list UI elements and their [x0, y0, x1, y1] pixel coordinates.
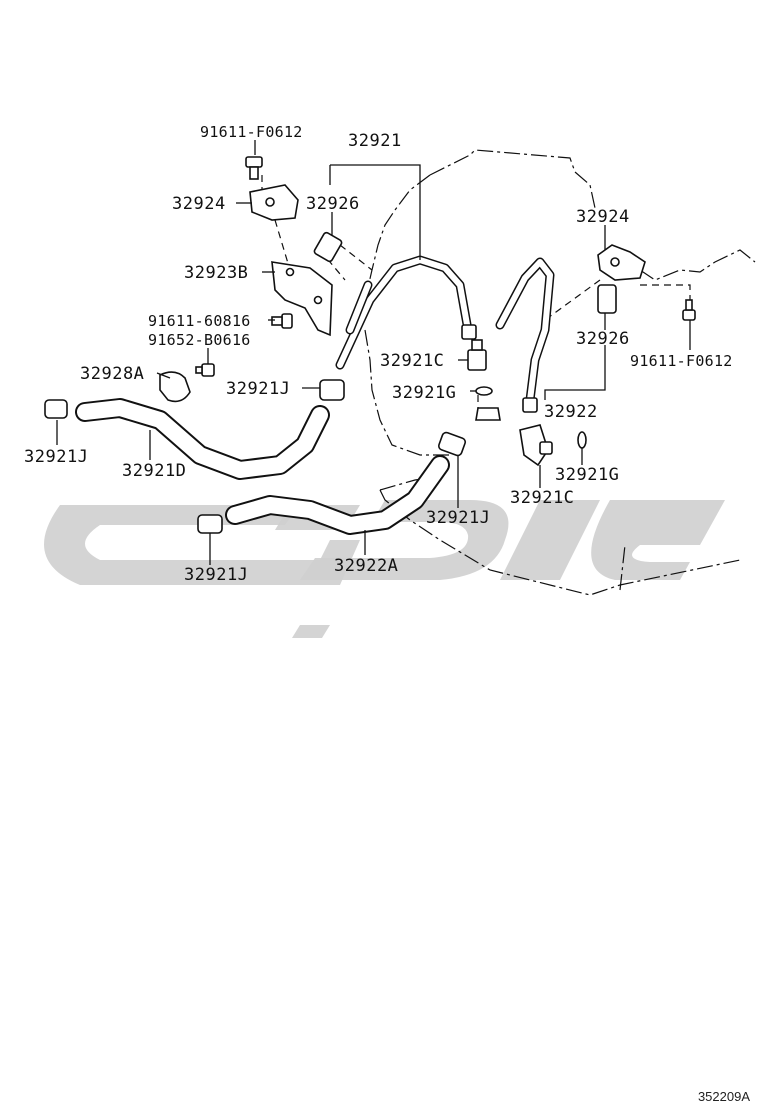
callout-labels: 91611-F0612 32921 32924 32926 32923B 916…	[24, 123, 733, 585]
pipe-end-fitting-right	[522, 397, 538, 413]
nut-91652-B0616	[195, 363, 215, 377]
clip-32921J-bottom	[197, 514, 223, 534]
label-pipe-assy-right: 32922	[544, 402, 598, 422]
bolt-91611-F0612-left	[245, 156, 263, 180]
label-nut-mid: 91652-B0616	[148, 331, 251, 349]
clip-32921J-far-left	[44, 399, 68, 419]
label-hose-d: 32921D	[122, 461, 186, 481]
label-union-c-right: 32921C	[510, 488, 574, 508]
sleeve-32926-left	[313, 231, 343, 263]
hose-32921D	[75, 398, 330, 480]
union-32921C-left	[467, 339, 487, 371]
gasket-32921G-right	[577, 431, 587, 449]
bracket-32924-right	[597, 244, 646, 281]
label-clip-j-upper: 32921J	[226, 379, 290, 399]
gasket-32921G-left	[475, 386, 493, 396]
bolt-91611-60816	[271, 313, 293, 329]
pipe-32921	[335, 255, 477, 370]
label-clamp-a: 32928A	[80, 364, 144, 384]
union-32921C-right	[519, 424, 553, 467]
label-bolt-right: 91611-F0612	[630, 352, 733, 370]
label-bracket-b: 32923B	[184, 263, 248, 283]
label-bolt-top-left: 91611-F0612	[200, 123, 303, 141]
bracket-32924-left	[249, 184, 299, 221]
hose-32922A	[225, 455, 450, 535]
bracket-32923B	[271, 261, 333, 337]
figure-code: 352209A	[697, 1089, 750, 1104]
label-bolt-mid: 91611-60816	[148, 312, 251, 330]
sleeve-32926-right	[597, 284, 617, 314]
pipe-end-fitting-left	[461, 324, 477, 340]
label-gasket-g-left: 32921G	[392, 383, 456, 403]
bolt-91611-F0612-right	[682, 299, 696, 321]
label-bracket-left: 32924	[172, 194, 226, 214]
union-seat-left	[475, 407, 501, 421]
watermark-logo	[44, 500, 725, 638]
clip-32921J-upper	[319, 379, 345, 401]
clip-32921J-mid	[437, 431, 467, 457]
leader-lines	[56, 140, 691, 565]
label-pipe-assy-left: 32921	[348, 131, 402, 151]
label-clip-j-bottom: 32921J	[184, 565, 248, 585]
label-gasket-g-right: 32921G	[555, 465, 619, 485]
label-bracket-right: 32924	[576, 207, 630, 227]
label-clip-j-mid: 32921J	[426, 508, 490, 528]
label-clip-j-far-left: 32921J	[24, 447, 88, 467]
pipe-32922	[495, 257, 555, 413]
label-sleeve-right: 32926	[576, 329, 630, 349]
clamp-32928A	[159, 371, 191, 403]
label-hose-a: 32922A	[334, 556, 398, 576]
label-sleeve-left: 32926	[306, 194, 360, 214]
label-union-c-left: 32921C	[380, 351, 444, 371]
